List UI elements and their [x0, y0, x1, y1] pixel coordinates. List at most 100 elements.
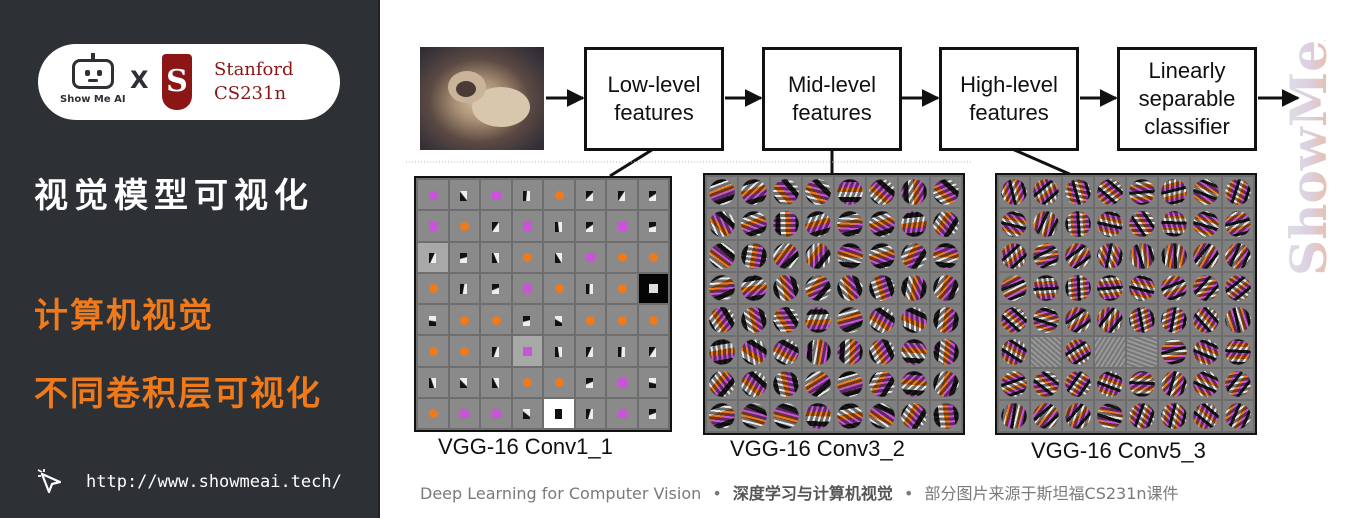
filter-cell — [771, 401, 801, 431]
filter-cell — [1159, 209, 1189, 239]
filter-cell — [771, 177, 801, 207]
filter-cell — [931, 241, 961, 271]
filter-cell — [512, 336, 542, 366]
filter-cell — [867, 209, 897, 239]
filter-cell — [1127, 177, 1157, 207]
filter-cell — [1063, 337, 1093, 367]
filter-cell — [607, 273, 637, 303]
filter-cell — [1223, 209, 1253, 239]
filter-cell — [1191, 305, 1221, 335]
filter-cell — [1159, 305, 1189, 335]
filter-cell — [1159, 337, 1189, 367]
filter-cell — [1063, 209, 1093, 239]
input-dog-photo — [420, 47, 544, 150]
filter-cell — [418, 305, 448, 335]
filter-cell — [771, 273, 801, 303]
conv5-caption: VGG-16 Conv5_3 — [1031, 438, 1206, 463]
filter-cell — [707, 401, 737, 431]
filter-cell — [1095, 369, 1125, 399]
filter-cell — [575, 305, 605, 335]
filter-cell — [867, 177, 897, 207]
filter-cell — [638, 211, 668, 241]
filter-cell — [739, 337, 769, 367]
robot-mouth — [88, 79, 98, 82]
filter-cell — [1159, 177, 1189, 207]
filter-cell — [1223, 273, 1253, 303]
filter-cell — [575, 273, 605, 303]
filter-cell — [931, 305, 961, 335]
brand-cross: X — [130, 66, 149, 94]
stanford-course-label: Stanford CS231n — [214, 58, 294, 106]
website-link[interactable]: http://www.showmeai.tech/ — [36, 468, 342, 498]
filter-cell — [999, 401, 1029, 431]
filter-cell — [544, 242, 574, 272]
filter-cell — [899, 241, 929, 271]
filter-cell — [771, 305, 801, 335]
conv3-caption: VGG-16 Conv3_2 — [730, 436, 905, 461]
filter-cell — [481, 211, 511, 241]
filter-cell — [803, 273, 833, 303]
filter-cell — [449, 367, 479, 397]
filter-cell — [1223, 401, 1253, 431]
filter-cell — [931, 209, 961, 239]
filter-cell — [1063, 401, 1093, 431]
filter-cell — [803, 209, 833, 239]
filter-cell — [418, 211, 448, 241]
connector-high — [1009, 146, 1075, 178]
filter-cell — [449, 398, 479, 428]
filter-cell — [575, 242, 605, 272]
filter-cell — [1191, 401, 1221, 431]
conv3-filter-grid — [703, 173, 965, 435]
filter-cell — [638, 305, 668, 335]
topic-subtitle: 不同卷积层可视化 — [34, 374, 322, 414]
filter-cell — [1191, 273, 1221, 303]
filter-cell — [1063, 369, 1093, 399]
filter-cell — [512, 398, 542, 428]
filter-cell — [418, 367, 448, 397]
filter-cell — [1031, 401, 1061, 431]
filter-cell — [481, 336, 511, 366]
filter-cell — [1095, 401, 1125, 431]
footer-course-en: Deep Learning for Computer Vision — [420, 484, 702, 503]
filter-cell — [449, 336, 479, 366]
filter-cell — [607, 211, 637, 241]
course-code: CS231n — [214, 83, 287, 104]
filter-cell — [835, 401, 865, 431]
filter-cell — [707, 337, 737, 367]
filter-cell — [607, 336, 637, 366]
filter-cell — [867, 241, 897, 271]
filter-cell — [739, 177, 769, 207]
filter-cell — [999, 209, 1029, 239]
filter-cell — [418, 242, 448, 272]
website-url[interactable]: http://www.showmeai.tech/ — [86, 472, 342, 492]
filter-cell — [1159, 241, 1189, 271]
filter-cell — [481, 367, 511, 397]
filter-cell — [418, 273, 448, 303]
filter-cell — [638, 273, 668, 303]
filter-cell — [931, 369, 961, 399]
footer-separator-1: • — [712, 484, 722, 503]
filter-cell — [835, 273, 865, 303]
filter-cell — [481, 180, 511, 210]
showmeai-logo-text: Show Me AI — [60, 94, 126, 105]
filter-cell — [899, 209, 929, 239]
filter-cell — [899, 273, 929, 303]
filter-cell — [1095, 209, 1125, 239]
filter-cell — [638, 336, 668, 366]
filter-cell — [1223, 337, 1253, 367]
filter-cell — [999, 337, 1029, 367]
filter-cell — [1223, 177, 1253, 207]
filter-cell — [1095, 177, 1125, 207]
filter-cell — [803, 401, 833, 431]
filter-cell — [899, 305, 929, 335]
filter-cell — [1063, 305, 1093, 335]
filter-cell — [835, 369, 865, 399]
filter-cell — [607, 398, 637, 428]
filter-cell — [867, 369, 897, 399]
filter-cell — [449, 242, 479, 272]
filter-cell — [1191, 241, 1221, 271]
filter-cell — [638, 180, 668, 210]
filter-cell — [1031, 209, 1061, 239]
filter-cell — [899, 337, 929, 367]
filter-cell — [1095, 273, 1125, 303]
